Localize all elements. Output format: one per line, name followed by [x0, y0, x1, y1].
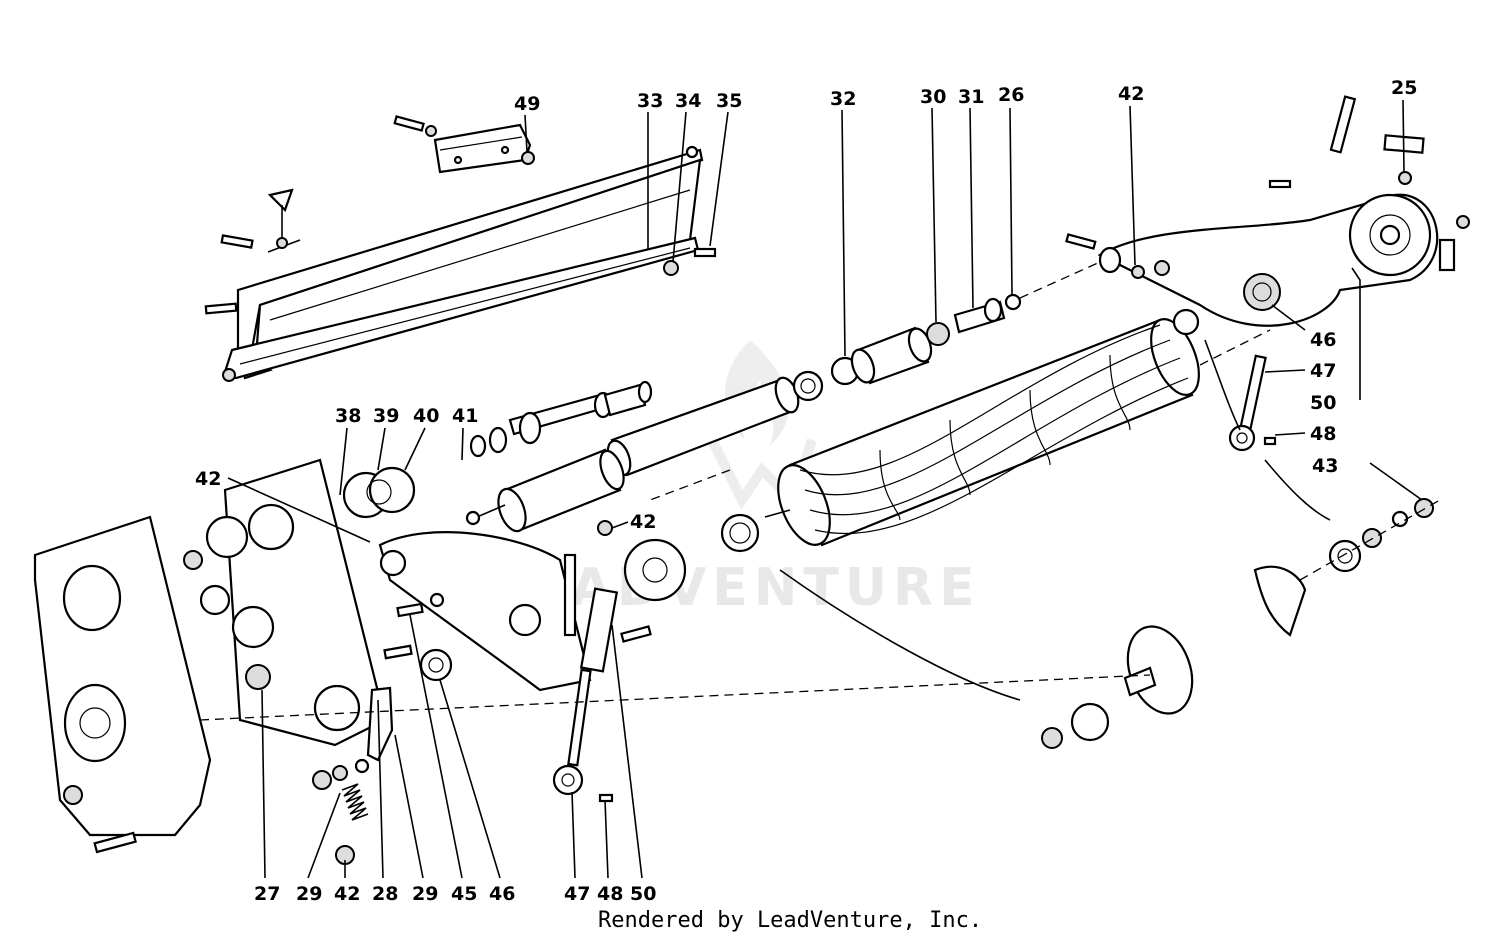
callout-46-right: 46 [1310, 329, 1336, 351]
callout-45: 45 [451, 883, 477, 905]
leader-lines [227, 99, 1423, 879]
callout-34: 34 [675, 90, 701, 112]
callout-29-b: 29 [412, 883, 438, 905]
callout-41: 41 [452, 405, 478, 427]
callout-43: 43 [1312, 455, 1338, 477]
callout-35: 35 [716, 90, 742, 112]
callout-38: 38 [335, 405, 361, 427]
callout-42-mid: 42 [630, 511, 656, 533]
callout-29-a: 29 [296, 883, 322, 905]
callout-33: 33 [637, 90, 663, 112]
callout-47-right: 47 [1310, 360, 1336, 382]
footer-credit: Rendered by LeadVenture, Inc. [598, 908, 982, 933]
callout-28: 28 [372, 883, 398, 905]
callout-31: 31 [958, 86, 984, 108]
callout-40: 40 [413, 405, 439, 427]
reel-cylinder [720, 308, 1200, 553]
left-side-gearbox [33, 458, 687, 865]
callout-48-bottom: 48 [597, 883, 623, 905]
callout-47-bottom: 47 [564, 883, 590, 905]
callout-39: 39 [373, 405, 399, 427]
callout-50-right: 50 [1310, 392, 1336, 414]
callout-labels: 49 33 34 35 32 30 31 26 42 25 46 47 50 4… [195, 77, 1417, 905]
right-side-frame [1065, 95, 1470, 452]
callout-27: 27 [254, 883, 280, 905]
callout-50-bottom: 50 [630, 883, 656, 905]
right-bearing-parts [1041, 498, 1434, 749]
callout-42-left: 42 [195, 468, 221, 490]
callout-32: 32 [830, 88, 856, 110]
callout-25: 25 [1391, 77, 1417, 99]
callout-30: 30 [920, 86, 946, 108]
callout-46-bottom: 46 [489, 883, 515, 905]
callout-42-top: 42 [1118, 83, 1144, 105]
callout-48-right: 48 [1310, 423, 1336, 445]
roller-assembly [465, 293, 1022, 533]
deflector-bar-assembly [204, 115, 717, 382]
assembly-lines [199, 261, 1441, 721]
callout-49: 49 [514, 93, 540, 115]
callout-26: 26 [998, 84, 1024, 106]
callout-42-bottom: 42 [334, 883, 360, 905]
